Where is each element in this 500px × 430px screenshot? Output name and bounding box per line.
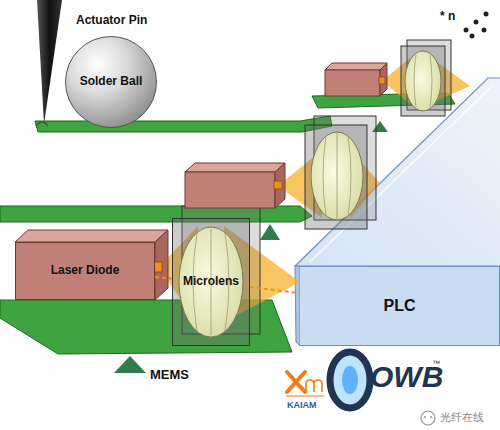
plc-slab: PLC [300,266,500,346]
trademark: ™ [432,360,440,368]
part-name: Actuator Pin [76,14,147,26]
lens-lines [323,132,351,220]
lens-frame [401,46,445,116]
watermark-icon [424,416,426,418]
continuation-dot [464,28,469,33]
microlens [311,132,363,220]
count-note: * n [440,10,455,22]
laser-top-face [325,63,387,70]
laser-side-face [275,163,285,208]
laser-side-face [380,63,387,96]
owb-glow [342,366,358,394]
continuation-dot [484,12,489,17]
lens-frame [305,125,367,229]
node-label: Laser Diode [51,264,120,277]
laser-top-face [185,163,285,172]
node-label: Microlens [183,275,239,288]
laser-emitter [379,77,385,84]
logo-text: KAIAM [287,401,317,410]
laser-diode-box: Laser Diode [15,242,155,300]
watermark-icon [421,411,435,425]
owb-ring [330,352,370,408]
kaiam-mark [287,372,305,392]
actuator-pin [37,0,62,124]
laser-emitter [274,181,282,189]
continuation-dot [470,34,475,39]
laser-box [325,70,380,96]
plc-top-face [295,78,500,266]
microlens [405,51,441,111]
node-label: PLC [384,297,416,315]
pivot [260,224,280,240]
watermark-icon [430,416,432,418]
pivot [114,356,146,373]
laser-box [185,172,275,208]
part-name: MEMS [150,368,189,381]
microlens-frame: Microlens [172,218,250,346]
continuation-dot [474,20,479,25]
solder-ball: Solder Ball [65,36,157,128]
watermark: 光纤在线 [440,412,484,423]
mems-platform [35,116,332,132]
spring-hook [36,122,48,126]
kaiam-mark [306,380,322,392]
laser-top-face [15,230,168,242]
microlens [179,227,243,337]
lens-lines [414,55,432,107]
light-path [155,277,172,278]
continuation-dot [482,28,487,33]
kaiam-mark [286,396,324,397]
node-label: Solder Ball [80,75,143,88]
light-path [250,287,300,293]
